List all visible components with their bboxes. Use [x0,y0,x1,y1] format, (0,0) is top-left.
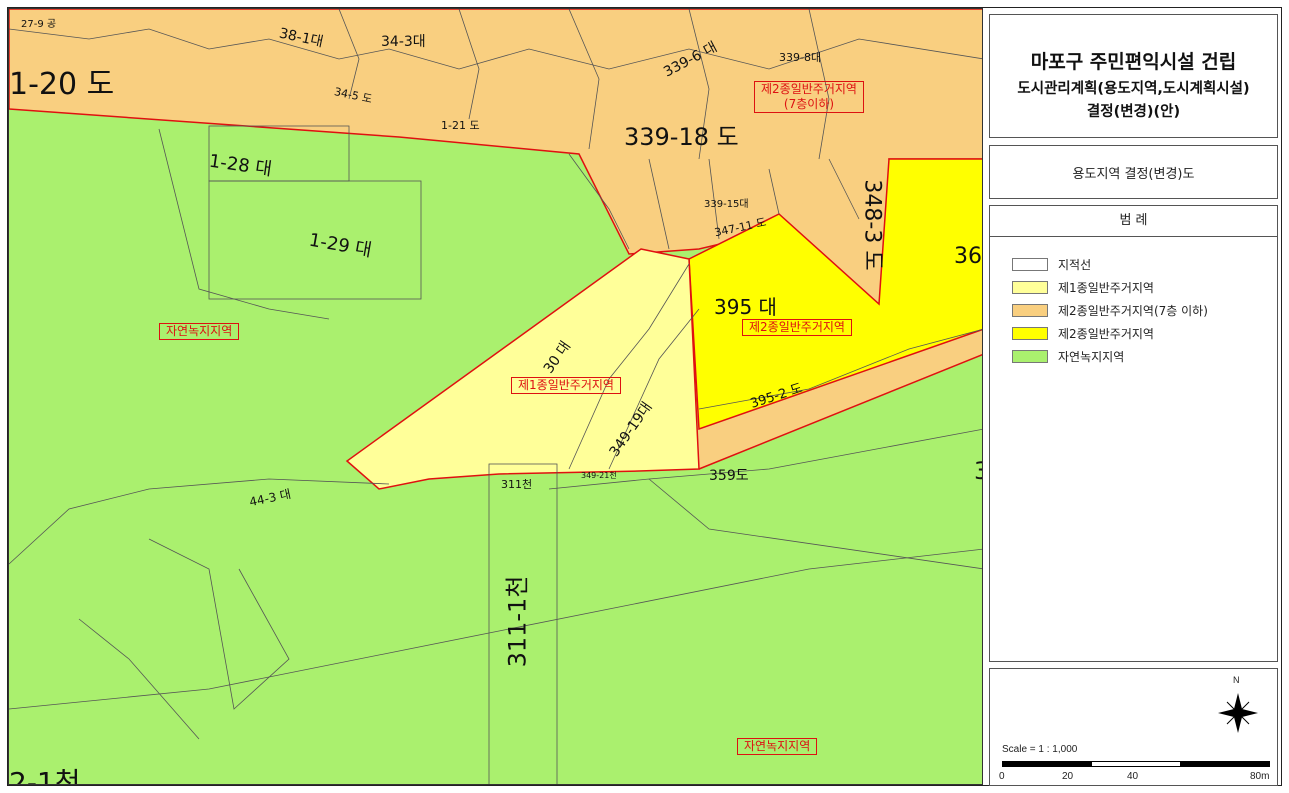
cadastral-lines [9,9,982,784]
parcel-label: 311천 [501,478,533,491]
scale-tick: 0 [999,771,1005,782]
plan-title: 마포구 주민편익시설 건립 [1030,51,1237,73]
legend-header: 범 례 [990,206,1277,237]
legend-label: 제2종일반주거지역(7층 이하) [1058,303,1208,318]
zoning-map: 1-20 도 339-18 도 1-28 대 1-29 대 395 대 395-… [8,8,983,785]
legend-item: 자연녹지지역 [1012,348,1124,364]
legend-label: 자연녹지지역 [1058,349,1125,364]
legend-swatch-green [1012,349,1048,363]
parcel-label: 348-3 도 [859,179,885,271]
north-arrow-icon [1218,693,1258,733]
legend-panel: 범 례 지적선 제1종일반주거지역 제2종일반주거지역(7층 이하) 제2종일반… [989,205,1278,662]
parcel-label: 3 [974,457,982,485]
scale-tick: 40 [1127,771,1139,782]
map-subtitle: 용도지역 결정(변경)도 [1072,166,1195,182]
map-subtitle-panel: 용도지역 결정(변경)도 [989,145,1278,199]
scale-panel: N Scale = 1 : 1,000 0 20 40 80m [989,668,1278,786]
zone-boundary-line [698,353,982,470]
zone-label-res2-7f-line1: 제2종일반주거지역 [761,82,857,96]
scale-ratio: Scale = 1 : 1,000 [1002,744,1078,755]
parcel-label: 339-18 도 [624,123,739,151]
parcel-label: 2-1천 [9,766,81,785]
legend-label: 지적선 [1058,257,1092,272]
map-canvas [9,9,982,784]
zone-label-green: 자연녹지지역 [737,738,818,755]
legend-swatch-res1 [1012,280,1048,294]
parcel-label: 349-21천 [581,471,617,480]
parcel-label: 34-3대 [381,34,426,50]
plan-subtitle-line2: 결정(변경)(안) [1086,104,1181,120]
legend-swatch-res2 [1012,326,1048,340]
north-label: N [1233,675,1240,685]
parcel-label: 1-21 도 [441,119,480,132]
legend-label: 제2종일반주거지역 [1058,326,1154,341]
parcel-label: 311-1천 [503,575,532,668]
zone-label-res2-7f: 제2종일반주거지역 (7층이하) [754,81,864,113]
parcel-label: 27-9 공 [21,19,57,30]
title-panel: 마포구 주민편익시설 건립 도시관리계획(용도지역,도시계획시설) 결정(변경)… [989,14,1278,138]
zone-label-res2: 제2종일반주거지역 [742,319,852,336]
legend-item: 지적선 [1012,256,1091,272]
parcel-label: 339-15대 [704,199,749,210]
parcel-label: 395 대 [714,295,777,319]
legend-item: 제2종일반주거지역(7층 이하) [1012,302,1208,318]
plan-subtitle-line1: 도시관리계획(용도지역,도시계획시설) [1017,81,1250,97]
res1-zone [345,248,700,490]
legend-swatch-res2-7f [1012,303,1048,317]
zone-label-res2-7f-line2: (7층이하) [783,97,835,111]
legend-item: 제1종일반주거지역 [1012,279,1154,295]
res2-zone [688,158,982,431]
scale-bar [1002,761,1270,767]
zone-label-green: 자연녹지지역 [159,323,240,340]
parcel-label: 36 [954,244,982,269]
zone-label-res1: 제1종일반주거지역 [511,377,621,394]
legend-label: 제1종일반주거지역 [1058,280,1154,295]
legend-item: 제2종일반주거지역 [1012,325,1154,341]
legend-swatch-cadastral [1012,257,1048,271]
scale-tick: 20 [1062,771,1074,782]
parcel-label: 339-8대 [779,51,822,64]
parcel-label: 1-20 도 [9,67,115,102]
parcel-label: 359도 [709,468,749,484]
scale-tick: 80m [1250,771,1270,782]
